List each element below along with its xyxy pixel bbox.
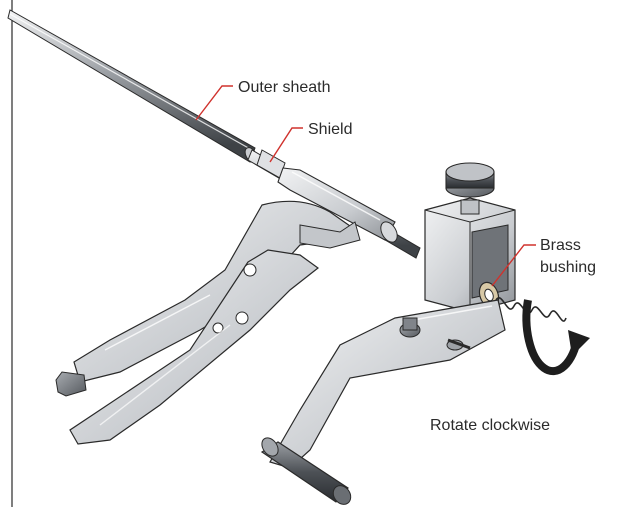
bracket-block <box>424 197 516 313</box>
crank-handle <box>260 437 352 505</box>
outer-sheath-leader <box>195 85 233 121</box>
spring <box>495 297 567 322</box>
outer-sheath-label: Outer sheath <box>238 79 331 96</box>
brass-bushing-label-line1: Brass <box>540 237 581 254</box>
shield-leader <box>269 127 303 163</box>
brass-bushing-leader <box>491 244 536 287</box>
clamp-collar <box>277 167 398 243</box>
callout-leaders <box>195 85 536 287</box>
rotate-clockwise-arrow <box>522 299 590 376</box>
brass-bushing-label-line2: bushing <box>540 259 597 276</box>
shield-label: Shield <box>308 121 353 138</box>
locking-pliers <box>55 200 361 445</box>
thumb-screw <box>445 162 495 198</box>
crank-arm <box>269 299 506 469</box>
rotate-clockwise-label: Rotate clockwise <box>430 417 551 434</box>
